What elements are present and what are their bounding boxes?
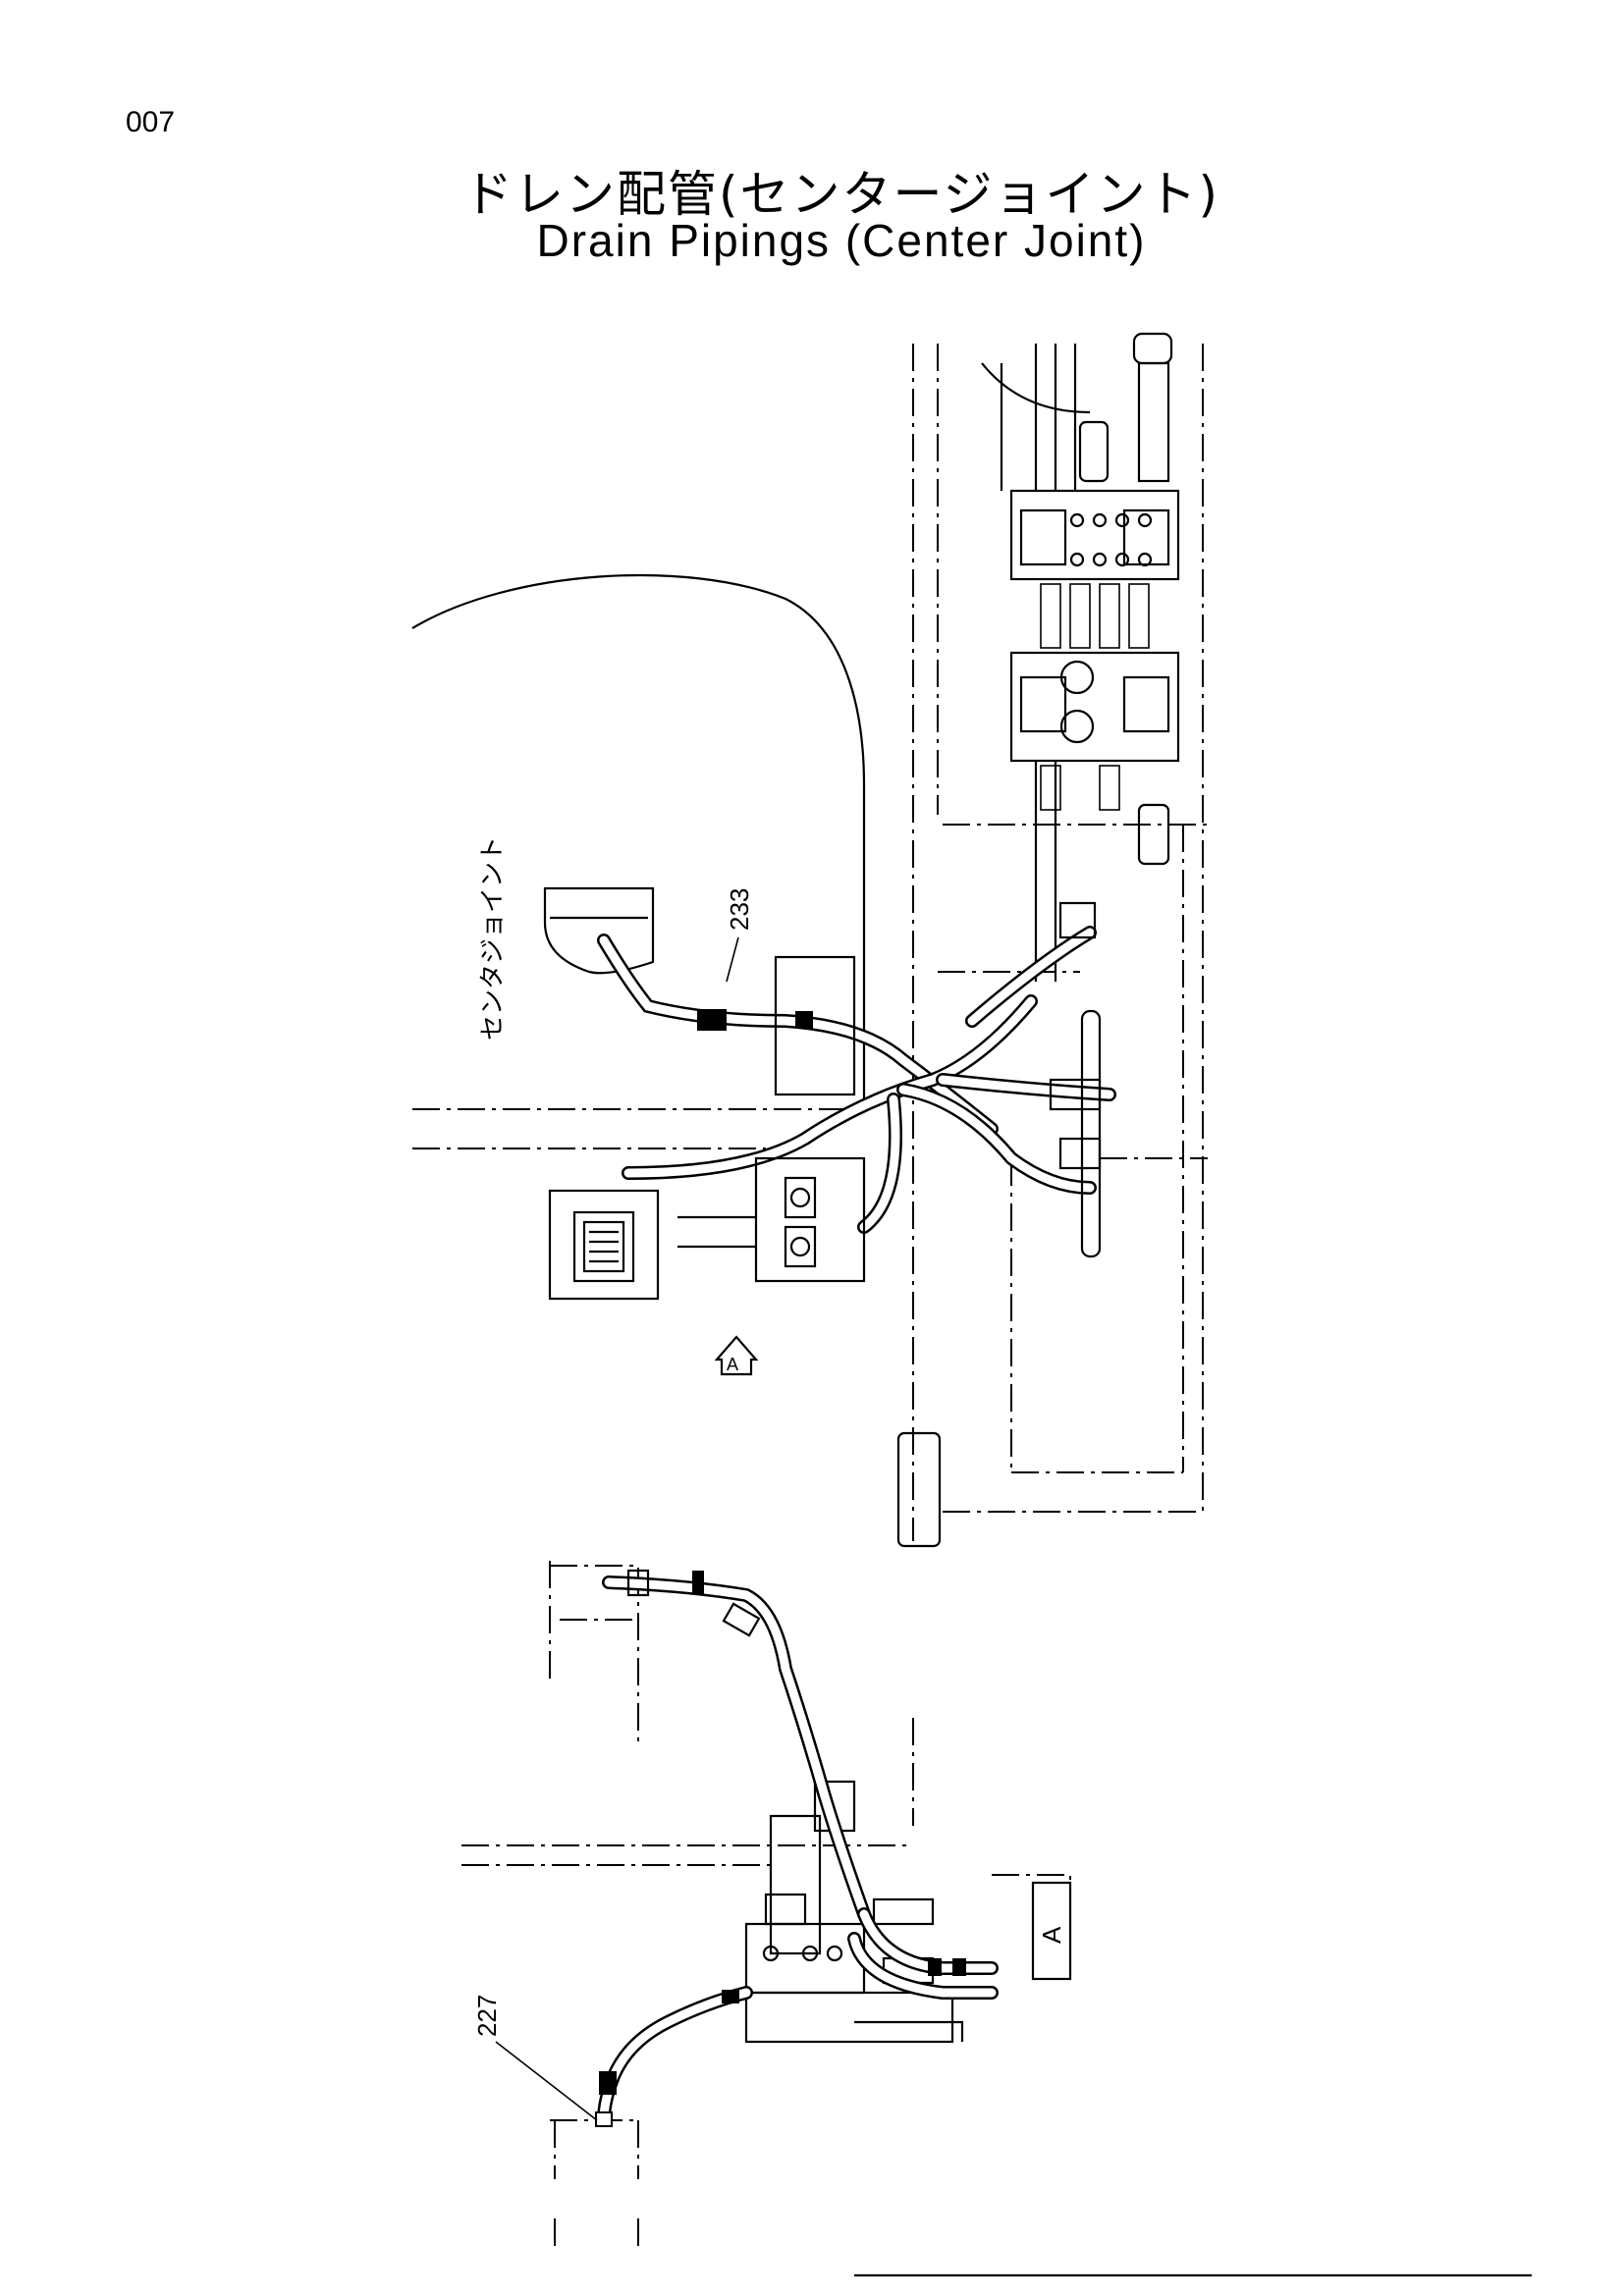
view-a-label-top: A [727,1355,738,1374]
center-joint-annotation: センタジョイント [478,836,508,1041]
callout-233: 233 [725,888,754,931]
callout-227: 227 [472,1995,502,2037]
page-number: 007 [126,106,176,138]
upper-view: A センタジョイント 233 [411,332,1208,1548]
drain-hose-227 [595,1986,753,2127]
page-title-japanese: ドレン配管(センタージョイント) [462,166,1219,223]
view-a-arrow-top: A [714,1335,759,1376]
lower-view: 227 A [461,1561,1072,2248]
page-title-english: Drain Pipings (Center Joint) [536,215,1147,266]
center-joint [543,886,655,975]
control-valve-bank [1009,344,1180,982]
travel-motor [548,1189,660,1301]
view-a-box-bottom: A [1031,1881,1072,1981]
view-a-label-bottom: A [1037,1926,1066,1944]
